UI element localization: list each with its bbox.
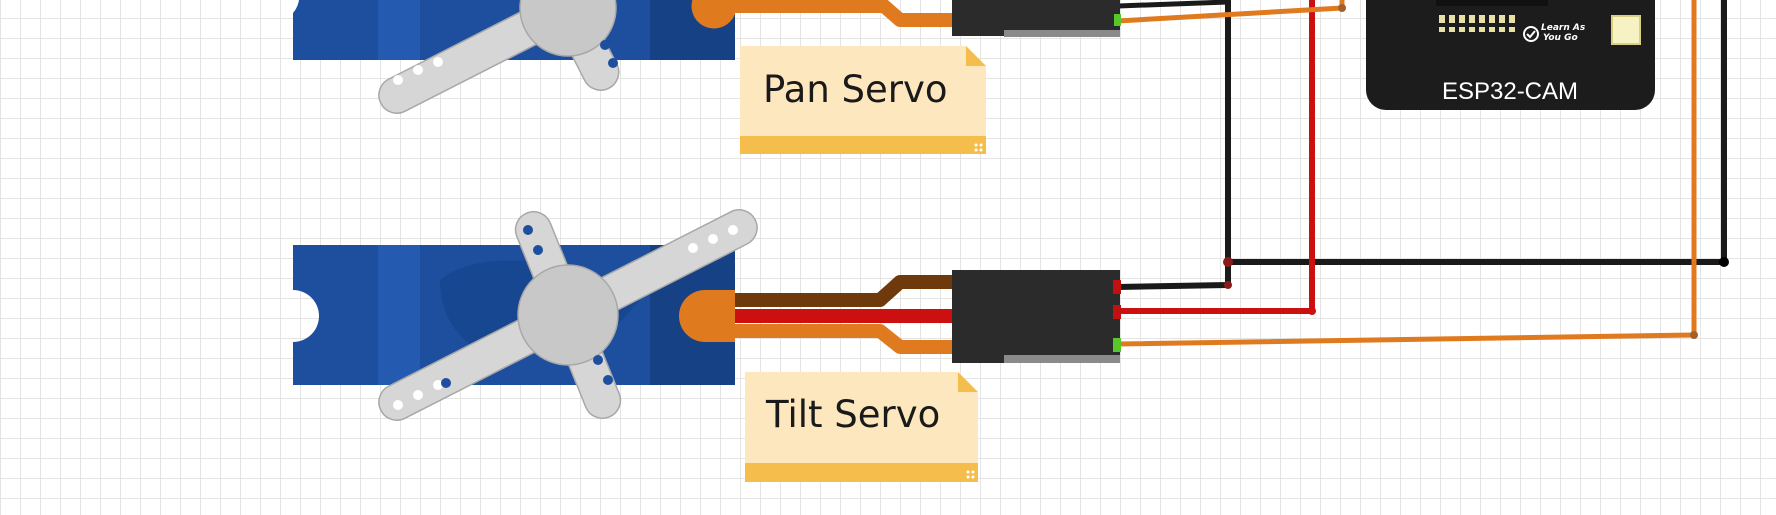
tilt-connector-edge xyxy=(1004,355,1120,363)
pan-servo-horn xyxy=(378,0,620,114)
pan-servo-note: Pan Servo xyxy=(740,46,986,154)
tilt-pin-vcc-icon xyxy=(1113,305,1121,319)
tilt-servo-cable xyxy=(700,275,952,354)
tilt-servo-note: Tilt Servo xyxy=(745,372,978,482)
pan-servo-label: Pan Servo xyxy=(763,68,948,111)
logo-line2: You Go xyxy=(1543,33,1578,43)
tilt-pin-gnd-icon xyxy=(1113,280,1121,294)
wire-top-pan xyxy=(1115,0,1231,9)
logo-circle-icon xyxy=(1523,26,1539,42)
tilt-servo[interactable] xyxy=(293,204,1121,427)
pan-connector-edge xyxy=(1004,30,1120,37)
esp32-cam-board[interactable]: Learn As You Go ESP32-CAM xyxy=(1366,0,1655,110)
pan-pin-signal-icon xyxy=(1114,14,1121,26)
board-smd-components xyxy=(1439,15,1515,32)
board-body xyxy=(1366,0,1655,110)
tilt-servo-label: Tilt Servo xyxy=(765,393,940,436)
tilt-servo-horn xyxy=(378,209,758,421)
wire-gnd-tilt xyxy=(1115,259,1231,290)
tilt-cable-exit xyxy=(679,290,735,342)
logo-line1: Learn As xyxy=(1541,23,1586,33)
pan-cable-exit xyxy=(691,0,735,29)
tilt-pin-signal-icon xyxy=(1113,338,1121,352)
tilt-connector xyxy=(952,270,1120,363)
board-header xyxy=(1436,0,1548,6)
learn-as-you-go-logo: Learn As You Go xyxy=(1523,23,1586,43)
pan-servo[interactable] xyxy=(293,0,1121,119)
wire-gnd-bus xyxy=(1225,0,1727,265)
board-led-icon xyxy=(1611,15,1641,45)
pan-servo-cable xyxy=(700,0,952,27)
board-label: ESP32-CAM xyxy=(1442,78,1578,105)
wires xyxy=(1115,0,1729,347)
